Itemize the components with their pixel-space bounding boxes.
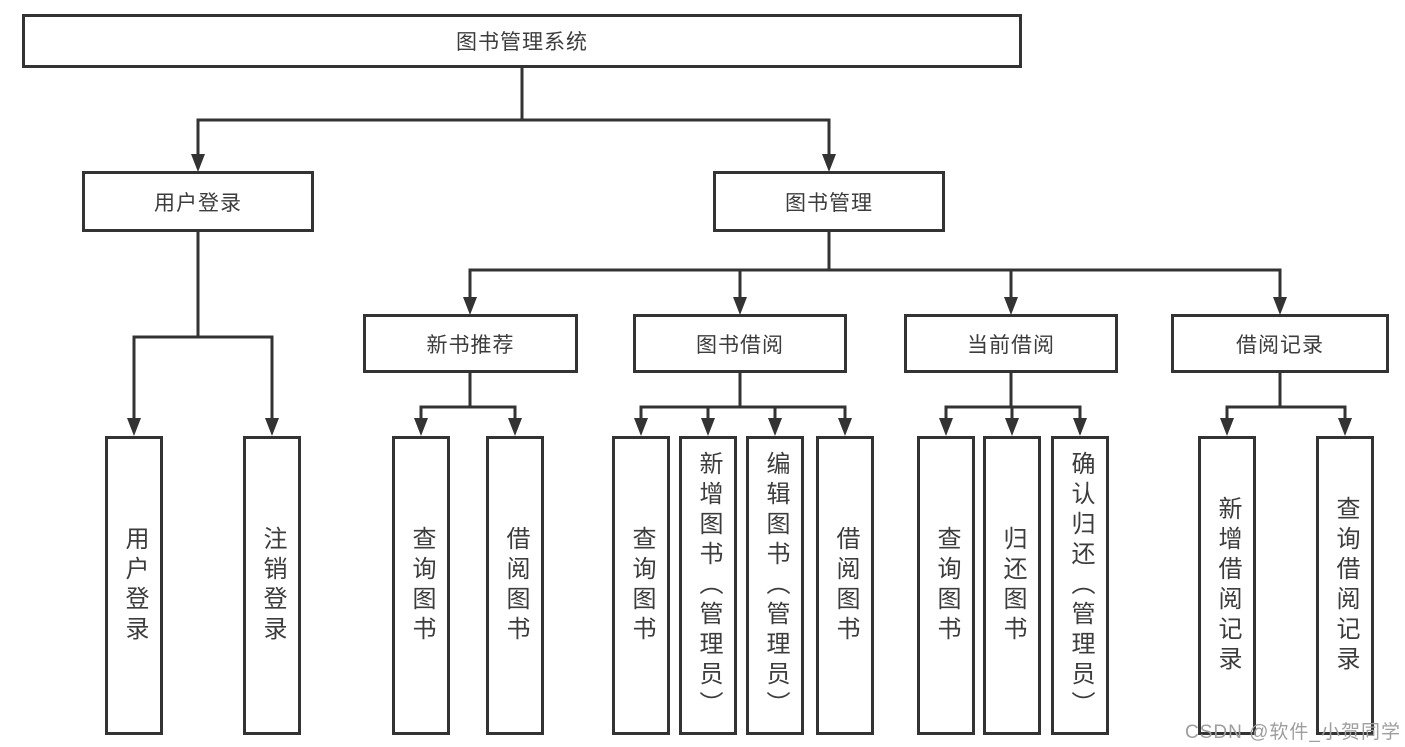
leaf-query-book-2: 查询图书: [612, 436, 670, 735]
node-new-book-recommend: 新书推荐: [363, 314, 578, 373]
leaf-add-borrow-record: 新增借阅记录: [1198, 436, 1256, 735]
connector-newbook-children: [414, 373, 522, 436]
node-root-label: 图书管理系统: [456, 31, 588, 54]
leaf-add-book-admin: 新增图书（管理员）: [679, 436, 737, 735]
leaf-return-book-label: 归还图书: [999, 525, 1026, 646]
leaf-query-book-3: 查询图书: [917, 436, 975, 735]
leaf-edit-book-admin-label: 编辑图书（管理员）: [762, 450, 789, 721]
leaf-confirm-return-admin: 确认归还（管理员）: [1051, 436, 1109, 735]
leaf-return-book: 归还图书: [983, 436, 1041, 735]
node-book-mgmt: 图书管理: [713, 171, 945, 232]
node-book-mgmt-label: 图书管理: [785, 191, 873, 215]
leaf-query-borrow-record: 查询借阅记录: [1316, 436, 1374, 735]
leaf-user-login: 用户登录: [105, 436, 163, 735]
leaf-edit-book-admin: 编辑图书（管理员）: [746, 436, 804, 735]
connector-current-children: [939, 373, 1087, 436]
leaf-borrow-book-1: 借阅图书: [486, 436, 544, 735]
node-root: 图书管理系统: [22, 14, 1022, 68]
leaf-borrow-book-1-label: 借阅图书: [502, 525, 529, 646]
leaf-borrow-book-2: 借阅图书: [816, 436, 874, 735]
leaf-user-login-label: 用户登录: [121, 525, 148, 646]
leaf-confirm-return-admin-label: 确认归还（管理员）: [1067, 450, 1094, 721]
leaf-query-book-3-label: 查询图书: [933, 525, 960, 646]
connector-root-to-level2: [191, 68, 836, 172]
node-book-borrow-label: 图书借阅: [696, 333, 784, 357]
leaf-query-book-1: 查询图书: [392, 436, 450, 735]
node-borrow-record: 借阅记录: [1171, 314, 1389, 373]
connector-record-children: [1220, 373, 1352, 436]
connector-mgmt-to-level3: [463, 232, 1287, 315]
leaf-query-book-1-label: 查询图书: [408, 525, 435, 646]
leaf-logout: 注销登录: [243, 436, 301, 735]
leaf-logout-label: 注销登录: [259, 525, 286, 646]
leaf-add-book-admin-label: 新增图书（管理员）: [695, 450, 722, 721]
node-new-book-recommend-label: 新书推荐: [426, 333, 515, 357]
node-current-borrow: 当前借阅: [904, 314, 1118, 373]
node-user-login: 用户登录: [82, 171, 314, 232]
leaf-query-book-2-label: 查询图书: [628, 525, 655, 646]
leaf-borrow-book-2-label: 借阅图书: [832, 525, 859, 646]
node-user-login-label: 用户登录: [154, 191, 242, 215]
node-borrow-record-label: 借阅记录: [1236, 333, 1324, 357]
leaf-add-borrow-record-label: 新增借阅记录: [1214, 495, 1241, 676]
leaf-query-borrow-record-label: 查询借阅记录: [1332, 495, 1359, 676]
connector-login-children: [127, 232, 279, 436]
connector-borrow-children: [634, 373, 852, 436]
node-current-borrow-label: 当前借阅: [967, 333, 1055, 357]
watermark: CSDN @软件_小贺同学: [1185, 722, 1401, 743]
node-book-borrow: 图书借阅: [633, 314, 847, 373]
